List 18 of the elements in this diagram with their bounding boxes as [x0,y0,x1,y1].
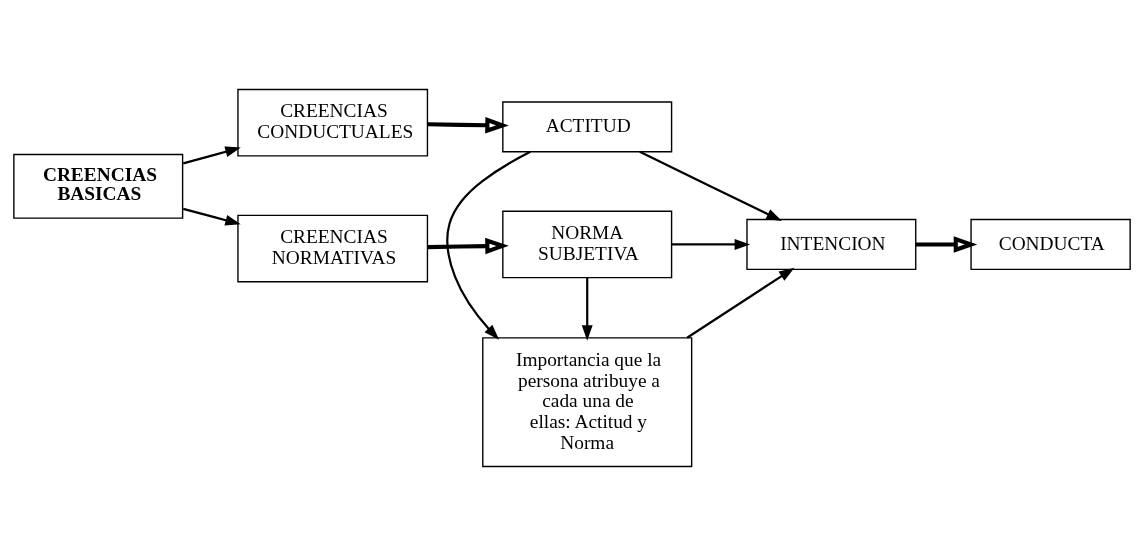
node-box: CREENCIAS CONDUCTUALES [237,88,429,157]
arrow [183,207,241,226]
node-box: INTENCION [746,218,917,271]
arrow [686,267,795,339]
arrow [915,236,978,253]
node-box: CREENCIAS NORMATIVAS [237,214,429,283]
node-box: CONDUCTA [970,218,1131,271]
arrow [427,237,509,255]
arrow [427,117,509,134]
arrow [446,150,531,340]
node-box: Importancia que la persona atribuye a cada una de ellas: Actitud y Norma [482,337,693,468]
node-box: NORMA SUBJETIVA [502,210,673,279]
arrow [581,277,593,341]
node-box: ACTITUD [502,101,673,153]
arrow [671,239,751,250]
arrow [639,150,782,222]
arrow [182,146,241,165]
node-box: CREENCIAS BASICAS [13,153,184,219]
